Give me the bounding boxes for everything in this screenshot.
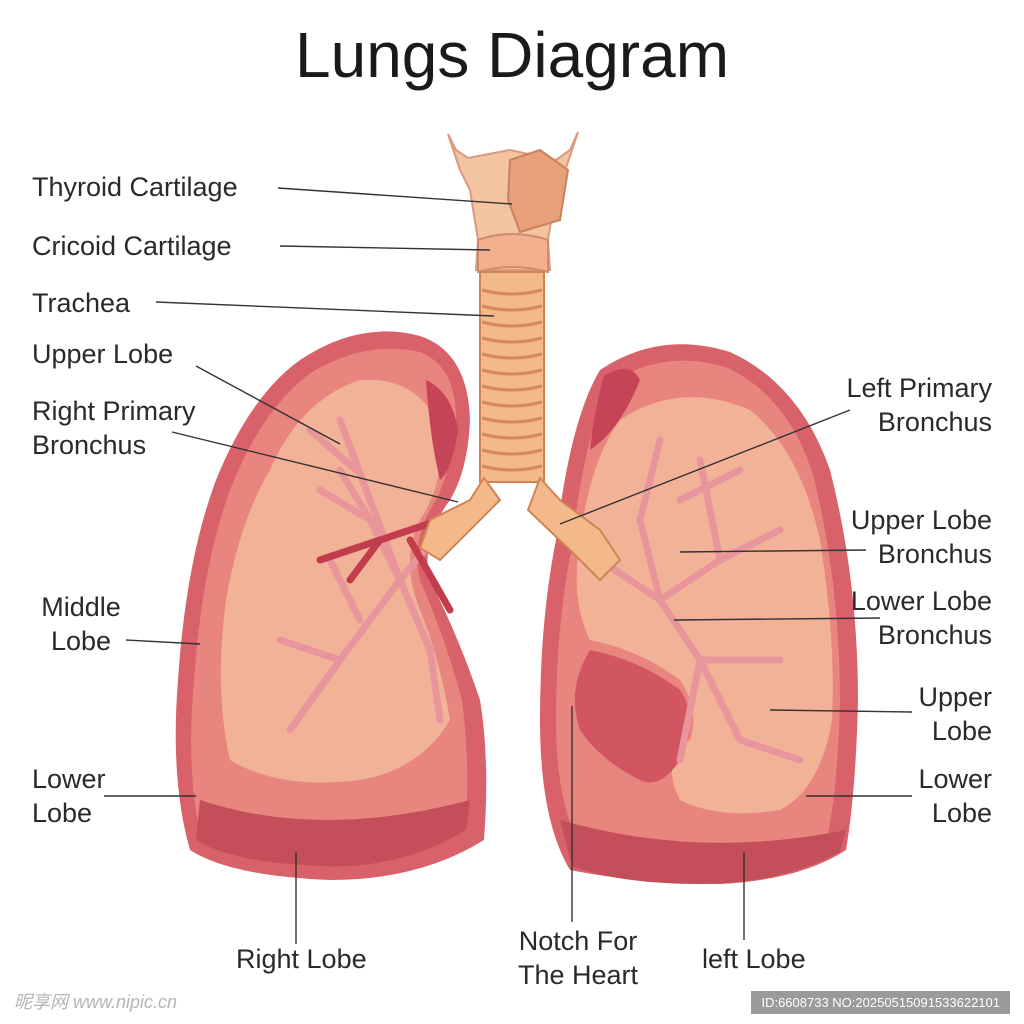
label-line: The Heart	[517, 960, 639, 990]
trachea-shape	[479, 271, 545, 483]
label-line: Bronchus	[877, 620, 992, 650]
label-left-lobe: left Lobe	[702, 944, 806, 974]
label-line: Lobe	[931, 716, 992, 746]
label-upper-lobe-left: Upper Lobe	[918, 680, 992, 748]
label-thyroid-cartilage: Thyroid Cartilage	[32, 172, 238, 202]
larynx	[447, 131, 579, 274]
label-line: Lower	[32, 764, 106, 794]
label-line: Bronchus	[877, 407, 992, 437]
label-line: Bronchus	[32, 430, 147, 460]
label-line: Middle	[41, 592, 121, 622]
label-line: Right Primary	[32, 396, 196, 426]
diagram-title: Lungs Diagram	[295, 19, 729, 91]
label-line: Lower	[918, 764, 992, 794]
leader-lines	[104, 187, 913, 944]
label-line: Lobe	[32, 798, 93, 828]
watermark-site: 昵享网 www.nipic.cn	[14, 992, 178, 1012]
right-lung	[175, 331, 502, 880]
label-line: Left Primary	[846, 373, 992, 403]
label-upper-lobe-bronchus: Upper Lobe Bronchus	[851, 503, 992, 571]
watermark-id: ID:6608733 NO:20250515091533622101	[751, 991, 1010, 1014]
label-line: Bronchus	[877, 539, 992, 569]
label-left-primary-bronchus: Left Primary Bronchus	[846, 371, 992, 439]
label-line: Upper Lobe	[850, 505, 992, 535]
label-line: Upper	[918, 682, 992, 712]
label-lower-lobe-right: Lower Lobe	[32, 762, 106, 830]
label-line: Lower Lobe	[850, 586, 992, 616]
label-line: Notch For	[518, 926, 638, 956]
label-lower-lobe-left: Lower Lobe	[918, 762, 992, 830]
label-cricoid-cartilage: Cricoid Cartilage	[32, 231, 232, 261]
label-upper-lobe-right: Upper Lobe	[32, 339, 174, 369]
label-line: Lobe	[931, 798, 992, 828]
label-line: Lobe	[50, 626, 112, 656]
label-trachea: Trachea	[32, 288, 131, 318]
label-lower-lobe-bronchus: Lower Lobe Bronchus	[851, 584, 992, 652]
left-lung	[526, 344, 858, 884]
label-middle-lobe: Middle Lobe	[32, 590, 130, 658]
label-right-lobe: Right Lobe	[236, 944, 367, 974]
label-right-primary-bronchus: Right Primary Bronchus	[32, 394, 196, 462]
label-notch-for-the-heart: Notch For The Heart	[500, 924, 656, 992]
